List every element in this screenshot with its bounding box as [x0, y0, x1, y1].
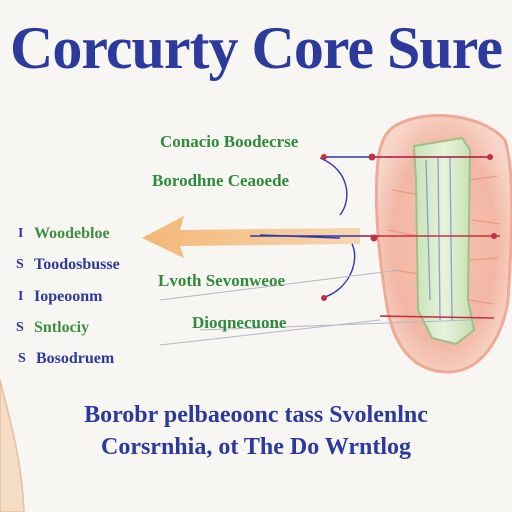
- side-list-item: Woodebloe: [34, 225, 110, 242]
- page-title: Corcurty Core Sure: [10, 15, 503, 81]
- label-mid-1: Lvoth Sevonweoe: [158, 271, 286, 290]
- side-bullet: I: [18, 289, 24, 304]
- side-list-item: Iopeoonm: [34, 288, 103, 305]
- label-top-2: Borodhne Ceaoede: [152, 171, 290, 190]
- side-list-item: Bosodruem: [36, 350, 115, 367]
- bottom-caption-line-2: Corsrnhia, ot The Do Wrntlog: [100, 434, 412, 460]
- core-column: [412, 136, 476, 346]
- side-bullet: I: [18, 226, 24, 241]
- pointer-arrow: [142, 216, 360, 258]
- leader-lines-faint: [159, 269, 471, 346]
- side-list-item: Sntlociy: [34, 319, 90, 336]
- side-list-item: Toodosbusse: [34, 256, 120, 273]
- side-bullet: S: [16, 320, 24, 335]
- side-bullet: S: [16, 257, 24, 272]
- bottom-caption-line-1: Borobr pelbaeoonc tass Svolenlnc: [84, 402, 428, 428]
- side-bullet: S: [18, 351, 26, 366]
- marker-lines: [360, 156, 500, 319]
- core-striations: [425, 155, 453, 321]
- marker-dots: [321, 153, 497, 301]
- label-mid-2: Dioqnecuone: [192, 313, 287, 332]
- label-top-1: Conacio Boodecrse: [160, 132, 299, 151]
